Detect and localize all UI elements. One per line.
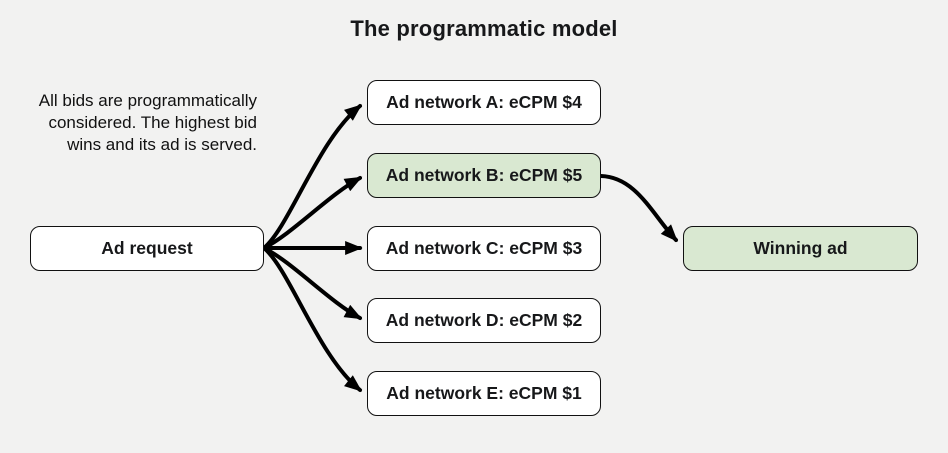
- node-label: Winning ad: [753, 238, 848, 258]
- arrow-request-to-network-b: [262, 176, 363, 250]
- arrow-request-to-network-a: [262, 104, 363, 250]
- node-label: Ad network C: eCPM $3: [385, 238, 583, 258]
- node-label: Ad request: [101, 238, 193, 258]
- description-text: All bids are programmatically considered…: [0, 90, 257, 156]
- node-winning-ad: Winning ad: [683, 226, 918, 271]
- node-label: Ad network A: eCPM $4: [386, 92, 582, 112]
- arrow-request-to-network-d: [262, 246, 363, 320]
- arrow-request-to-network-e: [262, 246, 363, 392]
- description-line: All bids are programmatically: [38, 91, 257, 110]
- description-line: wins and its ad is served.: [67, 135, 257, 154]
- node-ad-network-e: Ad network E: eCPM $1: [367, 371, 601, 416]
- node-ad-request: Ad request: [30, 226, 264, 271]
- arrow-network-b-to-winning-ad: [599, 174, 678, 242]
- node-label: Ad network B: eCPM $5: [385, 165, 583, 185]
- node-ad-network-d: Ad network D: eCPM $2: [367, 298, 601, 343]
- node-ad-network-b: Ad network B: eCPM $5: [367, 153, 601, 198]
- node-label: Ad network D: eCPM $2: [385, 310, 583, 330]
- node-ad-network-c: Ad network C: eCPM $3: [367, 226, 601, 271]
- diagram-title: The programmatic model: [350, 16, 618, 41]
- node-label: Ad network E: eCPM $1: [386, 383, 582, 403]
- description-line: considered. The highest bid: [48, 113, 257, 132]
- node-ad-network-a: Ad network A: eCPM $4: [367, 80, 601, 125]
